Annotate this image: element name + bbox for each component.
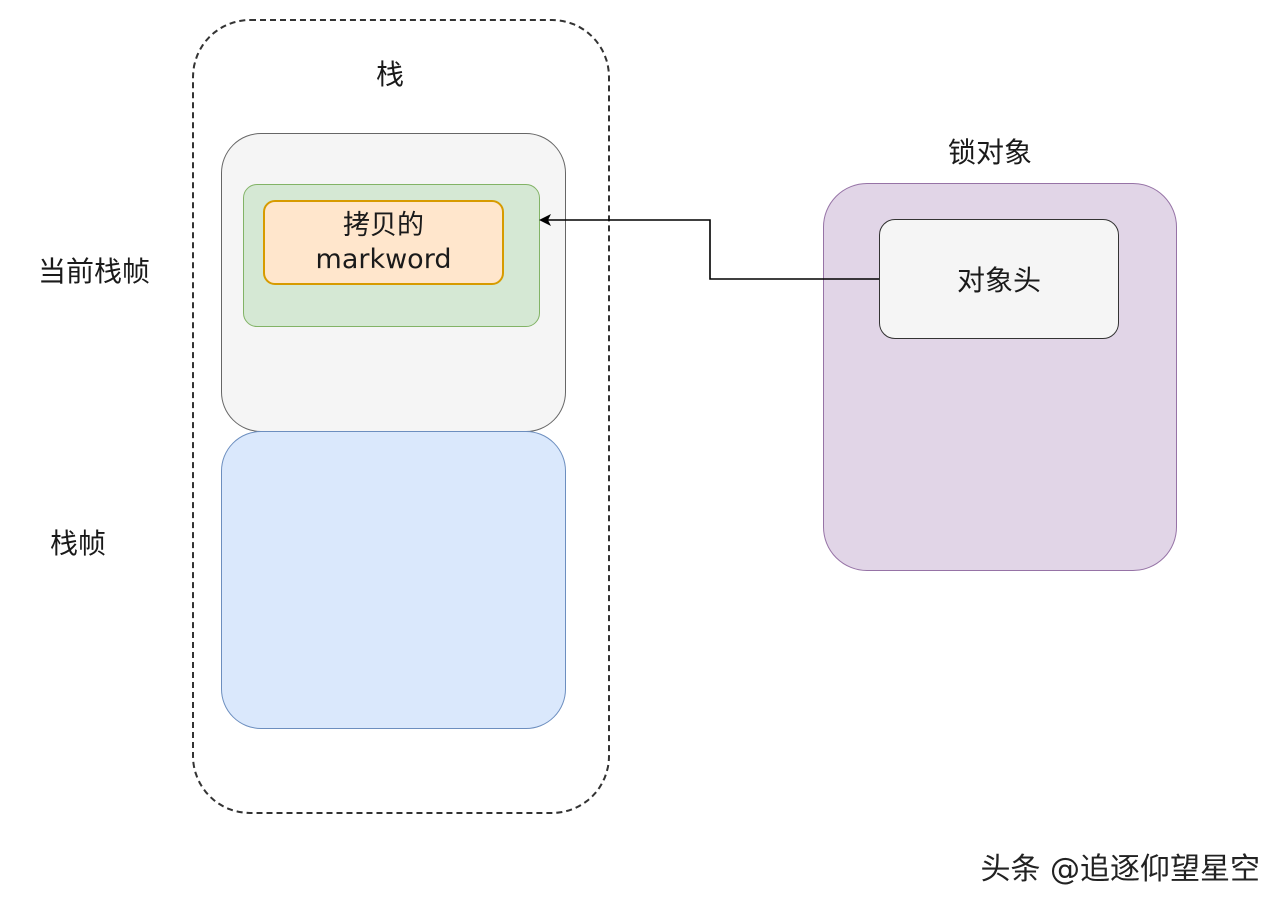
copied-markword-box: 拷贝的 markword (263, 200, 504, 285)
lock-object-title: 锁对象 (947, 136, 1032, 169)
current-stack-frame-label: 当前栈帧 (38, 255, 151, 288)
stack-container (192, 19, 610, 814)
stack-frame (221, 431, 566, 729)
object-header-box: 对象头 (879, 219, 1119, 339)
watermark: 头条 @追逐仰望星空 (980, 852, 1260, 887)
object-header-label: 对象头 (956, 264, 1041, 297)
stack-frame-label: 栈帧 (50, 527, 107, 560)
copied-markword-line1: 拷贝的 (343, 209, 424, 241)
stack-title: 栈 (375, 58, 404, 91)
copied-markword-line2: markword (315, 243, 452, 275)
